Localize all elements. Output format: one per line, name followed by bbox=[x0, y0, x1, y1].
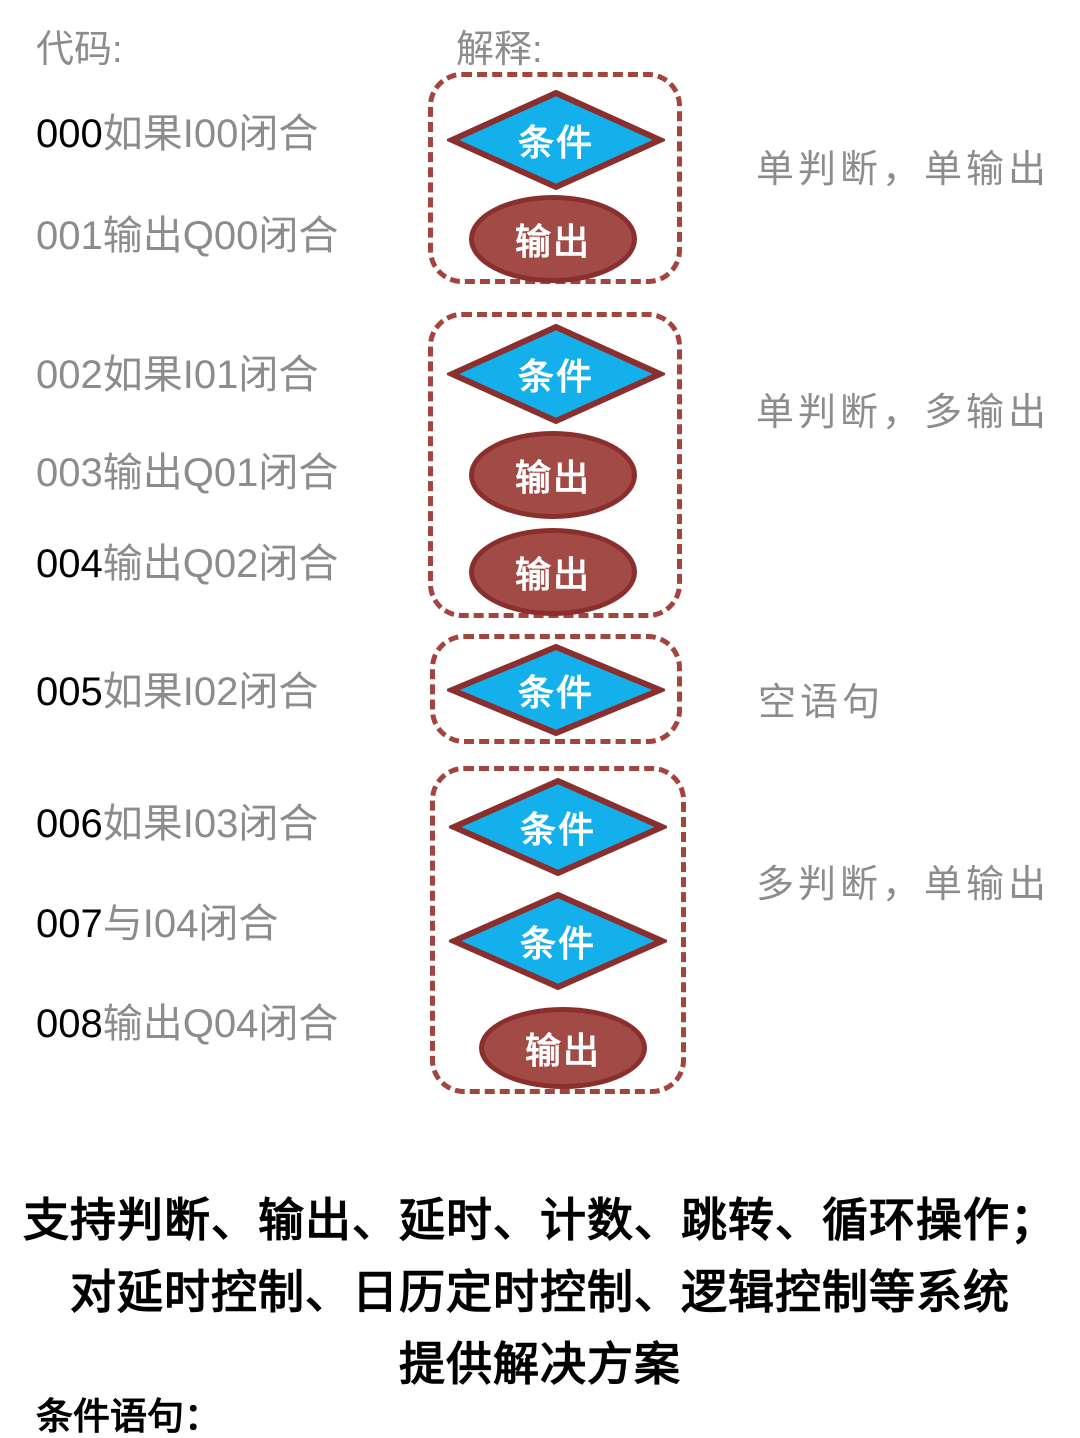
code-line-007: 007与I04闭合 bbox=[36, 902, 278, 946]
output-ellipse: 输出 bbox=[479, 1007, 647, 1089]
output-label: 输出 bbox=[514, 221, 591, 262]
condition-label: 条件 bbox=[517, 672, 594, 713]
summary-text: 支持判断、输出、延时、计数、跳转、循环操作； 对延时控制、日历定时控制、逻辑控制… bbox=[0, 1184, 1080, 1400]
code-line-text: 与I04闭合 bbox=[102, 902, 279, 946]
condition-label: 条件 bbox=[519, 923, 596, 964]
code-line-006: 006如果I03闭合 bbox=[36, 802, 318, 846]
summary-line-1: 支持判断、输出、延时、计数、跳转、循环操作； bbox=[23, 1194, 1057, 1246]
code-line-number: 007 bbox=[36, 902, 103, 946]
diamond-shape-icon bbox=[449, 777, 667, 877]
output-ellipse: 输出 bbox=[469, 431, 637, 519]
output-ellipse: 输出 bbox=[469, 195, 637, 283]
code-line-text: 输出Q00闭合 bbox=[102, 214, 339, 258]
code-line-003: 003输出Q01闭合 bbox=[36, 451, 338, 495]
diamond-shape-icon bbox=[447, 89, 665, 191]
diamond-shape-icon bbox=[449, 891, 667, 991]
condition-diamond: 条件 bbox=[447, 323, 665, 425]
summary-line-3: 提供解决方案 bbox=[399, 1338, 681, 1390]
diamond-shape-icon bbox=[447, 643, 665, 737]
code-line-number: 003 bbox=[36, 451, 103, 495]
code-column-header: 代码: bbox=[36, 29, 123, 71]
code-line-number: 000 bbox=[36, 112, 103, 156]
code-line-008: 008输出Q04闭合 bbox=[36, 1002, 338, 1046]
code-line-number: 004 bbox=[36, 542, 103, 586]
diamond-shape-icon bbox=[447, 323, 665, 425]
condition-label: 条件 bbox=[517, 356, 594, 397]
output-ellipse: 输出 bbox=[469, 528, 637, 616]
group-annotation-multi-single: 多判断，单输出 bbox=[756, 864, 1051, 906]
condition-statement-heading: 条件语句： bbox=[36, 1396, 221, 1437]
condition-label: 条件 bbox=[517, 122, 594, 163]
condition-diamond: 条件 bbox=[447, 89, 665, 191]
code-line-number: 006 bbox=[36, 802, 103, 846]
code-line-text: 如果I00闭合 bbox=[102, 112, 319, 156]
output-label: 输出 bbox=[524, 1030, 601, 1071]
output-label: 输出 bbox=[514, 554, 591, 595]
code-line-number: 005 bbox=[36, 670, 103, 714]
flow-group-single-multi: 条件 输出 输出 bbox=[428, 312, 682, 618]
flow-group-multi-single: 条件 条件 输出 bbox=[430, 766, 686, 1094]
output-label: 输出 bbox=[514, 457, 591, 498]
code-line-text: 输出Q02闭合 bbox=[102, 542, 339, 586]
explain-column-header: 解释: bbox=[456, 29, 543, 71]
code-line-number: 008 bbox=[36, 1002, 103, 1046]
code-line-number: 001 bbox=[36, 214, 103, 258]
code-line-000: 000如果I00闭合 bbox=[36, 112, 318, 156]
flow-group-empty: 条件 bbox=[430, 634, 682, 744]
code-line-text: 如果I03闭合 bbox=[102, 802, 319, 846]
code-line-text: 输出Q04闭合 bbox=[102, 1002, 339, 1046]
group-annotation-single-single: 单判断，单输出 bbox=[756, 149, 1051, 191]
condition-diamond: 条件 bbox=[449, 891, 667, 991]
code-line-text: 如果I01闭合 bbox=[102, 353, 319, 397]
code-line-text: 如果I02闭合 bbox=[102, 670, 319, 714]
code-line-005: 005如果I02闭合 bbox=[36, 670, 318, 714]
summary-line-2: 对延时控制、日历定时控制、逻辑控制等系统 bbox=[70, 1266, 1010, 1318]
code-line-001: 001输出Q00闭合 bbox=[36, 214, 338, 258]
code-line-number: 002 bbox=[36, 353, 103, 397]
code-line-text: 输出Q01闭合 bbox=[102, 451, 339, 495]
condition-diamond: 条件 bbox=[449, 777, 667, 877]
group-annotation-empty: 空语句 bbox=[758, 682, 885, 724]
group-annotation-single-multi: 单判断，多输出 bbox=[756, 392, 1051, 434]
code-line-004: 004输出Q02闭合 bbox=[36, 542, 338, 586]
flow-group-single-single: 条件 输出 bbox=[428, 72, 682, 284]
condition-label: 条件 bbox=[519, 809, 596, 850]
code-line-002: 002如果I01闭合 bbox=[36, 353, 318, 397]
condition-diamond: 条件 bbox=[447, 643, 665, 737]
